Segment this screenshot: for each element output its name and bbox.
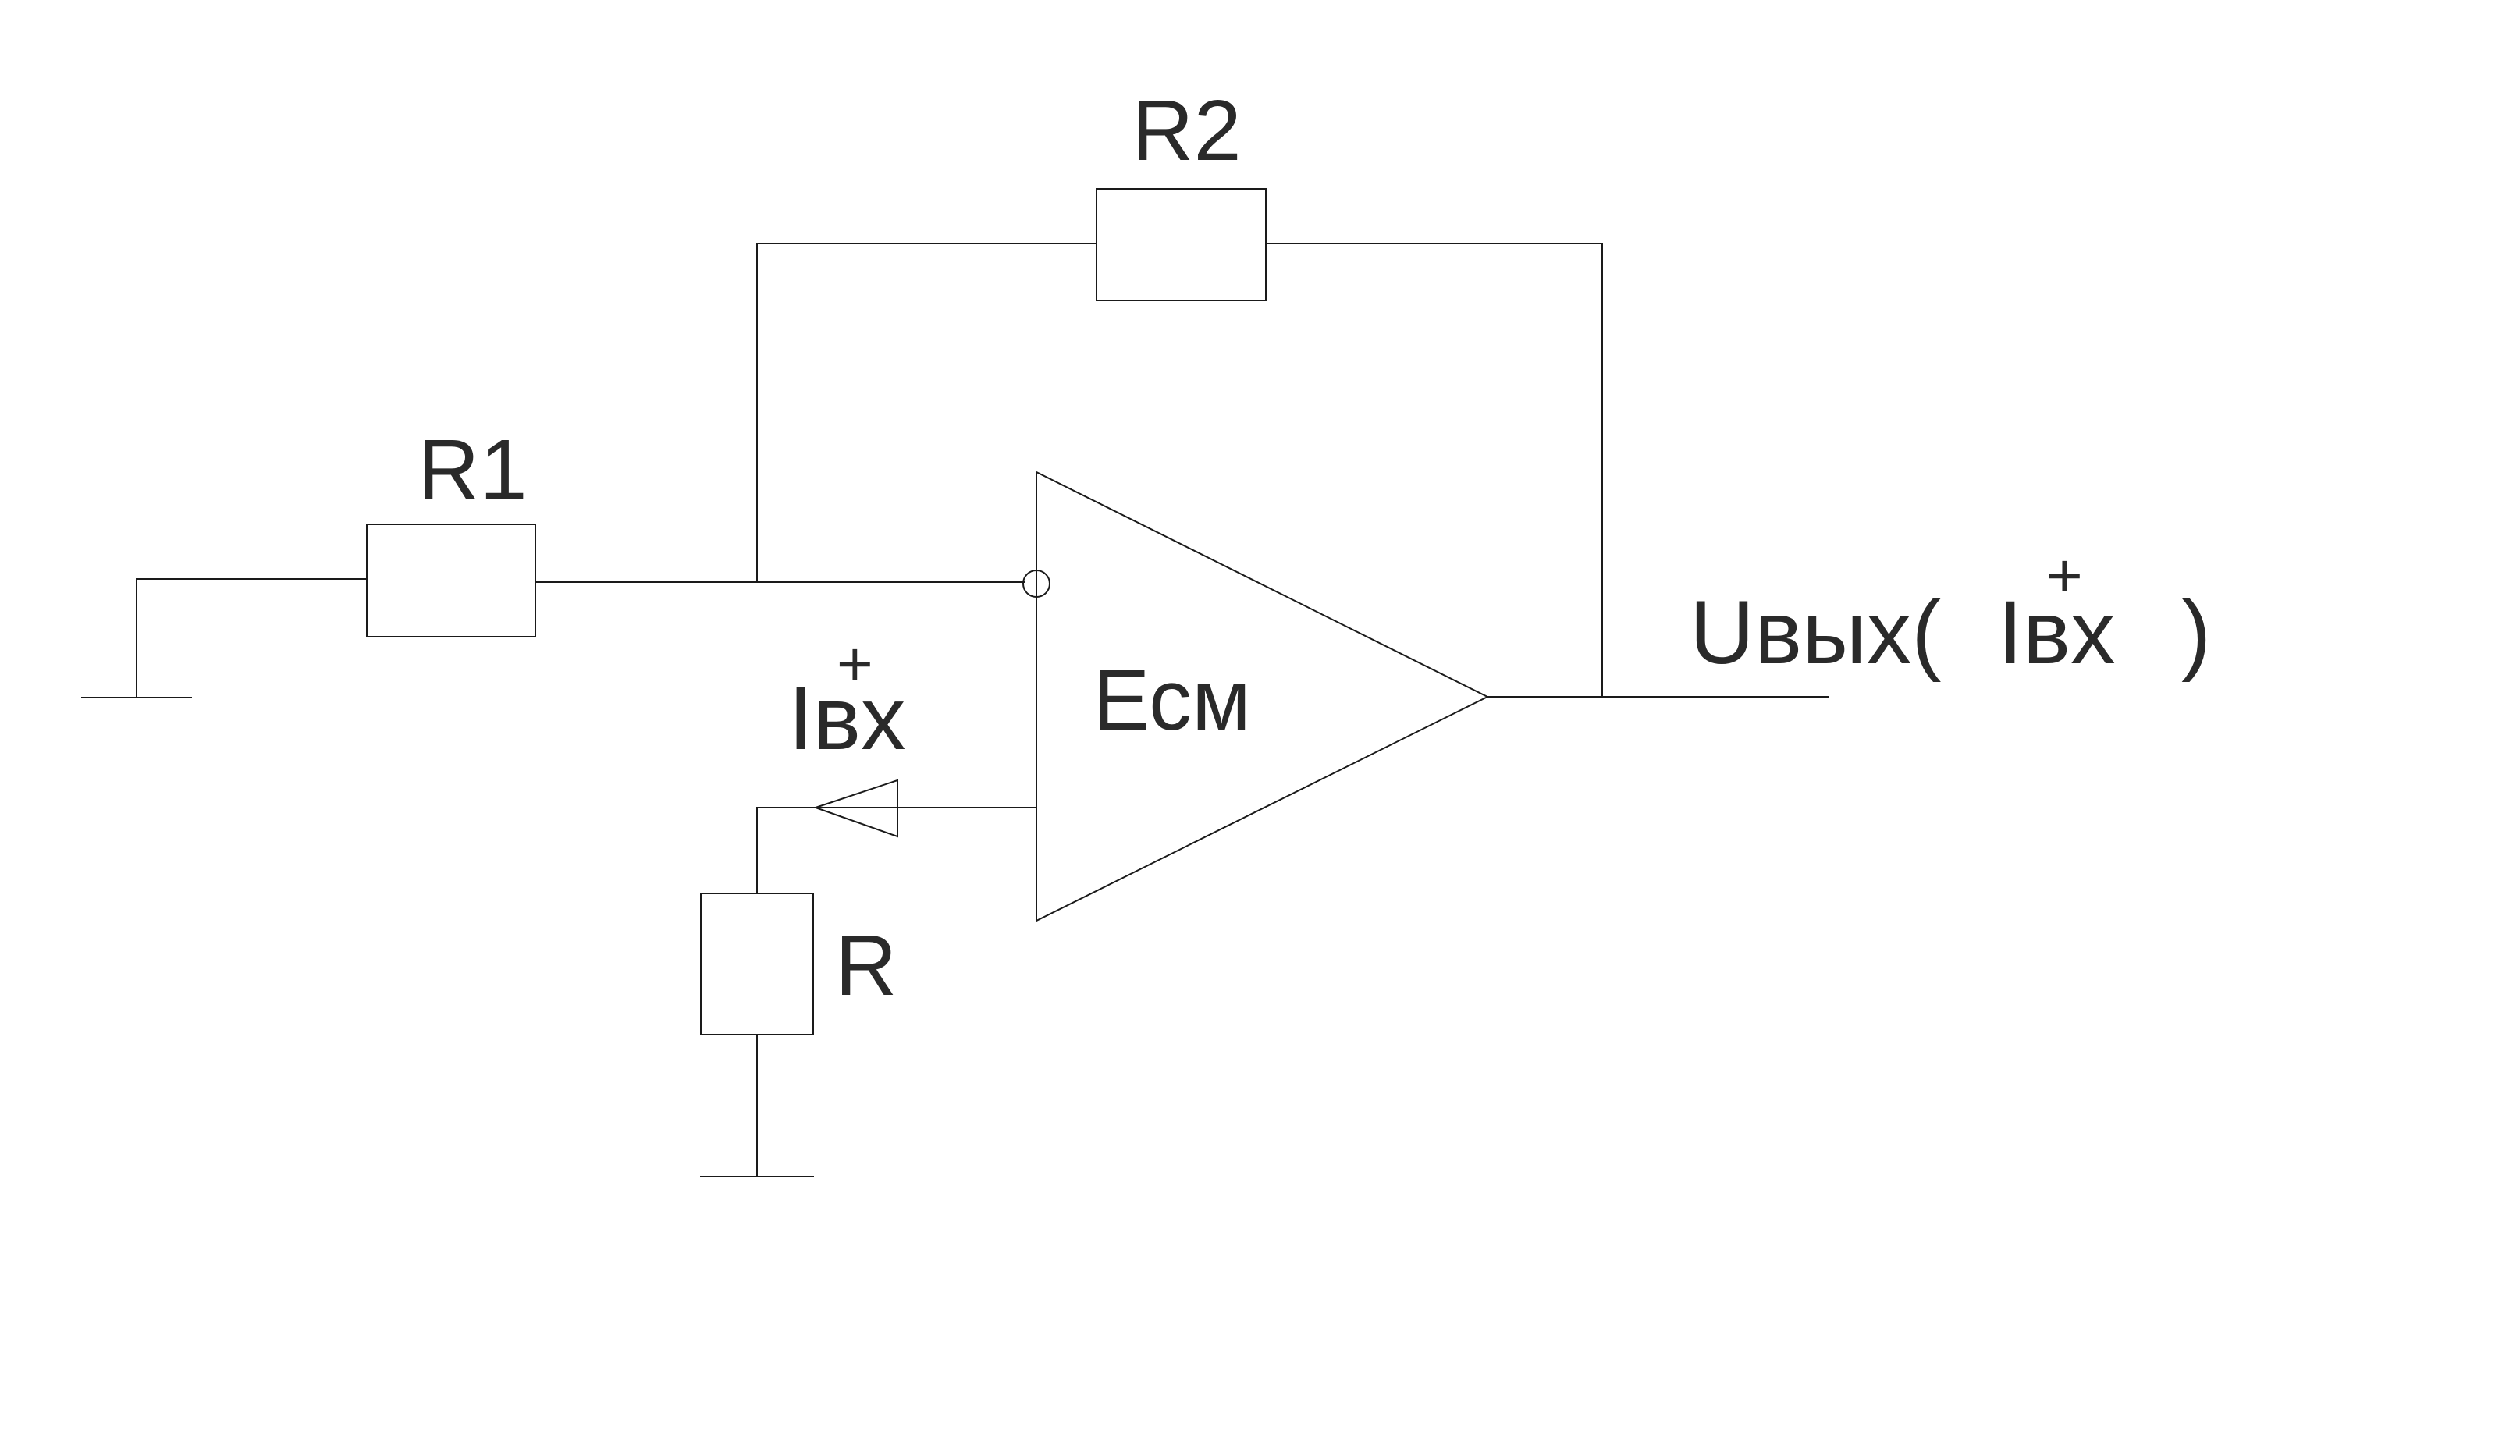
output-label-prefix: Uвых( [1690, 583, 1942, 683]
r-label: R [835, 918, 897, 1014]
ground-left [81, 578, 192, 698]
current-arrow-icon [812, 779, 898, 838]
resistor-r1 [366, 524, 536, 637]
output-label-inner: Iвх [1998, 583, 2116, 683]
inverting-input-circle [1022, 570, 1050, 598]
feedback-path [756, 243, 1603, 698]
r2-label: R2 [1132, 83, 1242, 179]
input-current-label: Iвх [788, 669, 906, 769]
resistor-r2 [1096, 188, 1267, 301]
opamp-triangle [1036, 471, 1490, 922]
opamp-label: Есм [1093, 652, 1251, 748]
input-current-sup: + [837, 629, 873, 698]
resistor-r [700, 893, 814, 1035]
output-label-suffix: ) [2181, 583, 2211, 683]
output-label-sup: + [2046, 541, 2083, 610]
r1-label: R1 [418, 422, 528, 518]
input-current-label-group: Iвх + [788, 629, 906, 769]
output-label-group: Uвых( Iвх + ) [1690, 541, 2211, 683]
